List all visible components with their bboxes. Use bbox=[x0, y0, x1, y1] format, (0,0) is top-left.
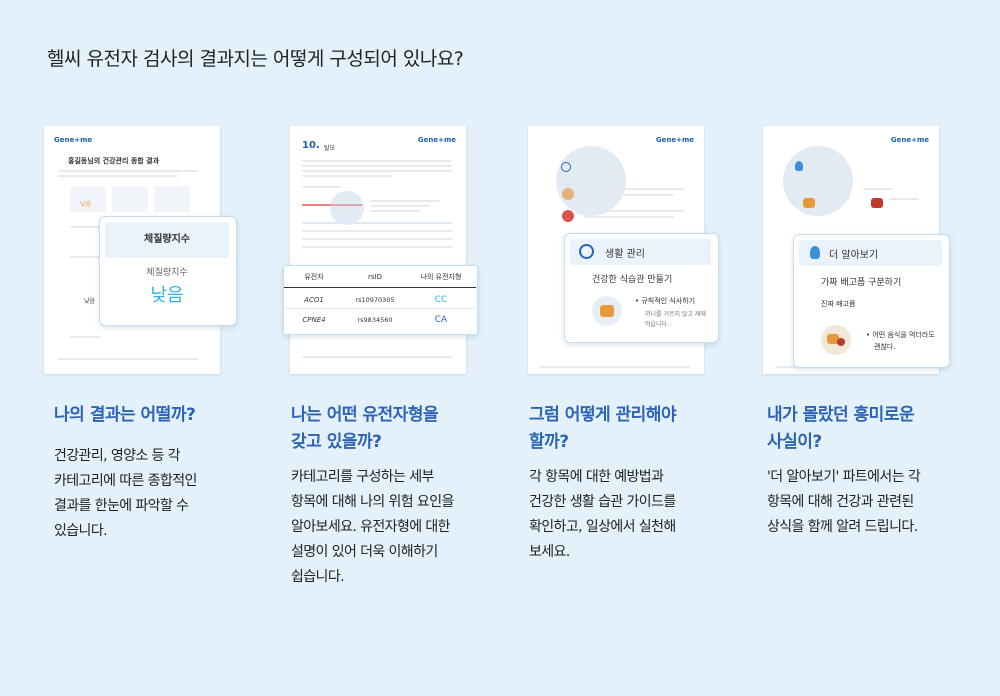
risk-scale bbox=[302, 204, 362, 206]
bmi-value: 낮음 bbox=[150, 285, 184, 306]
bulb-icon bbox=[810, 246, 820, 259]
table-row: ACO1 rs10970305 CC bbox=[284, 291, 476, 309]
card-heading: 나의 결과는 어떨까? bbox=[54, 405, 196, 425]
card-heading: 그럼 어떻게 관리해야 할까? bbox=[529, 405, 677, 452]
bmi-popup-header: 체질량지수 bbox=[105, 222, 229, 258]
page-title: 헬씨 유전자 검사의 결과지는 어떻게 구성되어 있나요? bbox=[47, 48, 464, 70]
food-icon bbox=[803, 198, 815, 208]
more-info-label: 진짜 배고픔 bbox=[821, 300, 856, 308]
column-header-rsid: rsID bbox=[368, 273, 382, 281]
card-description: 카테고리를 구성하는 세부 항목에 대해 나의 위험 요인을 알아보세요. 유전… bbox=[291, 469, 454, 585]
column-header-gene: 유전자 bbox=[304, 273, 324, 281]
column-header-genotype: 나의 유전자형 bbox=[420, 273, 462, 281]
tip-title: • 규칙적인 식사하기 bbox=[635, 297, 696, 305]
side-value: 낮음 bbox=[84, 298, 96, 305]
brand-logo: Gene+me bbox=[890, 136, 929, 144]
brand-logo: Gene+me bbox=[417, 136, 456, 144]
bulb-icon bbox=[795, 161, 803, 171]
lifestyle-subtitle: 건강한 식습관 만들기 bbox=[592, 275, 673, 285]
report-title: 홍길동님의 건강관리 종합 결과 bbox=[68, 157, 160, 165]
bmi-popup: 체질량지수 체질량지수 낮음 bbox=[99, 216, 237, 326]
lifestyle-popup-header-row: 생활 관리 bbox=[570, 239, 711, 265]
food-icon bbox=[871, 198, 883, 208]
brand-logo: Gene+me bbox=[655, 136, 694, 144]
clock-icon bbox=[561, 162, 571, 172]
bmi-item-label: 체질량지수 bbox=[146, 268, 188, 278]
score-row bbox=[70, 186, 190, 212]
more-info-subtitle: 가짜 배고픔 구분하기 bbox=[821, 278, 902, 288]
more-info-popup: 더 알아보기 가짜 배고픔 구분하기 진짜 배고픔 • 어떤 음식을 먹더라도 … bbox=[793, 234, 950, 368]
section-name: 탈모 bbox=[324, 145, 336, 152]
more-info-popup-header-row: 더 알아보기 bbox=[799, 240, 942, 266]
card-heading: 나는 어떤 유전자형을 갖고 있을까? bbox=[291, 405, 439, 452]
brand-logo: Gene+me bbox=[54, 136, 93, 144]
score-value: 낮음 bbox=[80, 201, 92, 208]
fruit-icon bbox=[562, 210, 574, 222]
food-icon bbox=[562, 188, 574, 200]
card-description: 각 항목에 대한 예방법과 건강한 생활 습관 가이드를 확인하고, 일상에서 … bbox=[529, 469, 676, 560]
genotype-table-popup: 유전자 rsID 나의 유전자형 ACO1 rs10970305 CC CPNE… bbox=[283, 265, 478, 335]
report-preview-genotype: Gene+me 10. 탈모 bbox=[290, 126, 466, 374]
lifestyle-popup: 생활 관리 건강한 식습관 만들기 • 규칙적인 식사하기 끼니를 거르지 않고… bbox=[564, 233, 719, 343]
more-info-tip: • 어떤 음식을 먹더라도 괜찮다. bbox=[866, 331, 935, 351]
clock-icon bbox=[579, 244, 594, 259]
tip-desc: 끼니를 거르지 않고 제때 먹습니다. bbox=[645, 311, 706, 328]
card-description: '더 알아보기' 파트에서는 각 항목에 대해 건강과 관련된 상식을 함께 알… bbox=[767, 469, 921, 535]
meal-icon bbox=[592, 296, 622, 326]
table-row: CPNE4 rs9834560 CA bbox=[302, 315, 448, 325]
snack-icon bbox=[821, 325, 851, 355]
card-description: 건강관리, 영양소 등 각 카테고리에 따른 종합적인 결과를 한눈에 파악할 … bbox=[54, 448, 197, 539]
section-number: 10. bbox=[302, 140, 320, 151]
card-heading: 내가 몰랐던 흥미로운 사실이? bbox=[767, 405, 915, 452]
